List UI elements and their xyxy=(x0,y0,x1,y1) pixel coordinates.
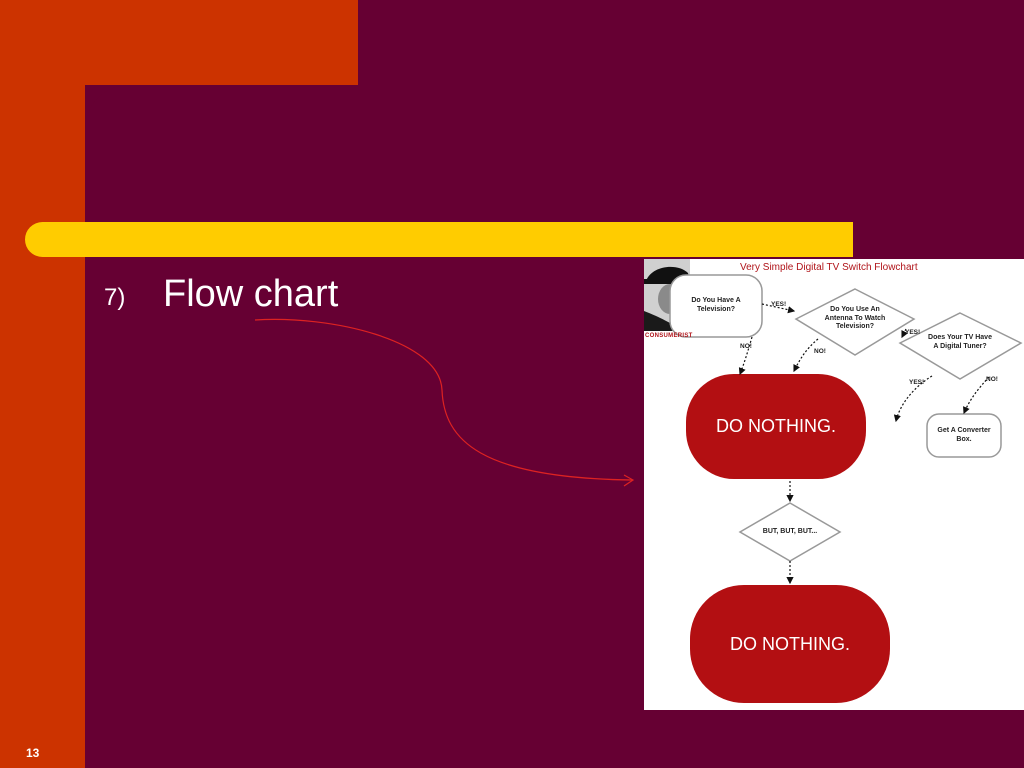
do-nothing-2-shape xyxy=(690,585,890,703)
edge-label-q2-no: NO! xyxy=(814,348,826,355)
node-do-nothing-2: DO NOTHING. xyxy=(730,633,850,654)
node-q2-shape xyxy=(794,288,916,356)
slide-title: Flow chart xyxy=(163,273,339,315)
node-but: BUT, BUT, BUT... xyxy=(762,527,818,535)
node-q1: Do You Have A Television? xyxy=(691,297,741,313)
edge-label-q2-yes: YES! xyxy=(905,329,921,336)
edge-label-q3-no: NO! xyxy=(986,376,998,383)
yellow-title-bar xyxy=(25,222,853,257)
node-q3-shape xyxy=(898,312,1023,380)
edge-label-q1-yes: YES! xyxy=(771,301,787,308)
node-converter: Get A Converter Box. xyxy=(937,426,991,443)
node-q1-shape xyxy=(669,274,763,338)
node-q2: Do You Use An Antenna To Watch Televisio… xyxy=(824,305,886,331)
page-number: 13 xyxy=(26,746,40,760)
flowchart-graphics xyxy=(644,259,1023,703)
edge-label-q1-no: NO! xyxy=(740,343,752,350)
flowchart-edges xyxy=(738,303,990,585)
list-number: 7) xyxy=(104,284,126,311)
node-do-nothing-1: DO NOTHING. xyxy=(716,416,836,436)
edge-label-q3-yes: YES! xyxy=(909,379,925,386)
do-nothing-1-shape xyxy=(686,374,866,479)
flowchart-title: Very Simple Digital TV Switch Flowchart xyxy=(740,262,918,273)
flowchart-image: Very Simple Digital TV Switch Flowchart … xyxy=(644,259,1024,710)
node-q3: Does Your TV Have A Digital Tuner? xyxy=(928,334,992,350)
orange-left-band xyxy=(0,0,85,768)
consumerist-logo: CONSUMERIST xyxy=(645,333,693,339)
